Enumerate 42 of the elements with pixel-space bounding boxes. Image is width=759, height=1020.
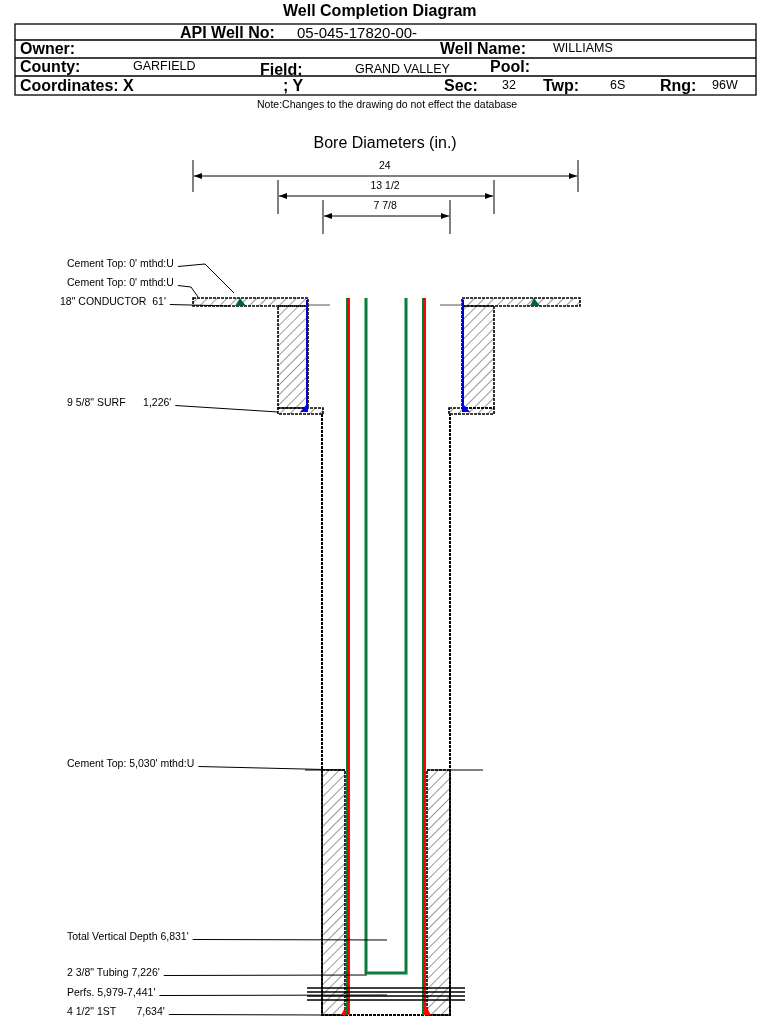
field-label: API Well No: bbox=[180, 25, 275, 41]
field-label: Rng: bbox=[660, 78, 697, 94]
field-label: Twp: bbox=[543, 78, 580, 94]
callout-label: 9 5/8" SURF 1,226' bbox=[67, 397, 172, 408]
leader-line bbox=[192, 939, 388, 941]
field-value: 96W bbox=[712, 79, 738, 92]
callout-label: 2 3/8" Tubing 7,226' bbox=[67, 967, 160, 978]
dimension-label: 13 1/2 bbox=[370, 180, 400, 191]
leader-line bbox=[168, 1014, 323, 1016]
callout-label: Cement Top: 5,030' mthd:U bbox=[67, 758, 195, 769]
leader-line bbox=[163, 974, 368, 976]
leader-line bbox=[197, 766, 346, 771]
leader-line bbox=[158, 994, 388, 996]
note-text: Note:Changes to the drawing do not effect the database bbox=[257, 99, 518, 110]
dimension-label: 7 7/8 bbox=[373, 200, 397, 211]
callout-label: 4 1/2" 1ST 7,634' bbox=[67, 1006, 165, 1017]
field-label: Sec: bbox=[444, 78, 478, 94]
callout-label: 18" CONDUCTOR 61' bbox=[60, 296, 166, 307]
field-label: County: bbox=[20, 59, 81, 75]
field-value: WILLIAMS bbox=[553, 42, 613, 55]
field-label: Well Name: bbox=[440, 41, 526, 57]
callout-label: Total Vertical Depth 6,831' bbox=[67, 931, 189, 942]
field-label: Field: bbox=[260, 62, 303, 78]
field-value: GARFIELD bbox=[133, 60, 196, 73]
field-label: Pool: bbox=[490, 59, 530, 75]
field-label: Coordinates: X bbox=[20, 78, 134, 94]
leader-line bbox=[169, 304, 231, 307]
field-value: GRAND VALLEY bbox=[355, 63, 450, 76]
leader-line bbox=[177, 285, 199, 298]
leader-line bbox=[174, 405, 279, 413]
dimension-label: 24 bbox=[379, 160, 391, 171]
leader-line bbox=[177, 263, 235, 294]
field-label: ; Y bbox=[283, 78, 304, 94]
callout-label: Perfs. 5,979-7,441' bbox=[67, 987, 156, 998]
field-value: 05-045-17820-00- bbox=[297, 25, 418, 40]
chart-heading: Bore Diameters (in.) bbox=[313, 135, 457, 151]
field-value: 32 bbox=[502, 79, 516, 92]
field-label: Owner: bbox=[20, 41, 76, 57]
callout-label: Cement Top: 0' mthd:U bbox=[67, 277, 174, 288]
callout-label: Cement Top: 0' mthd:U bbox=[67, 258, 174, 269]
field-value: 6S bbox=[610, 79, 626, 92]
diagram-title: Well Completion Diagram bbox=[283, 3, 477, 19]
